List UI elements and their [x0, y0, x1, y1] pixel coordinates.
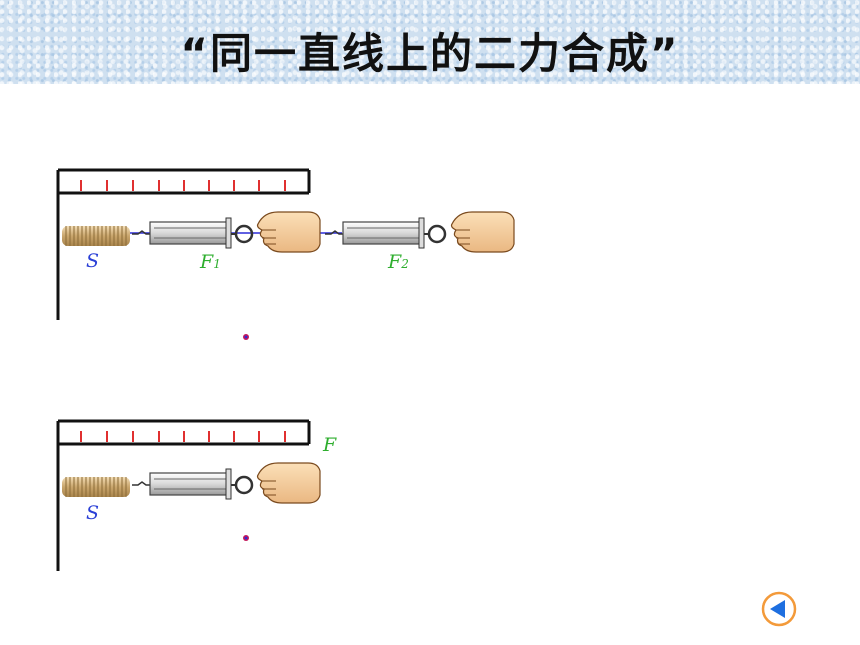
- top-experiment: [56, 168, 515, 340]
- spring-label-bottom: S: [86, 502, 100, 524]
- hand-f1: [256, 211, 321, 253]
- balance-f1: [130, 216, 254, 250]
- balance-f2: [323, 216, 447, 250]
- left-triangle-icon[interactable]: [761, 591, 797, 627]
- slide-title: “同一直线上的二力合成”: [180, 29, 680, 78]
- title-bar: [0, 0, 860, 84]
- balance-f: [130, 467, 254, 501]
- force2-label: F2: [388, 251, 409, 273]
- hand-f: [256, 462, 321, 504]
- bottom-experiment: [56, 419, 321, 573]
- hand-f2: [450, 211, 515, 253]
- top-spring: [61, 225, 131, 247]
- bottom-spring: [61, 476, 131, 498]
- force1-label: F1: [200, 251, 221, 273]
- resultant-force-label: F: [323, 434, 337, 456]
- spring-label-top: S: [86, 250, 100, 272]
